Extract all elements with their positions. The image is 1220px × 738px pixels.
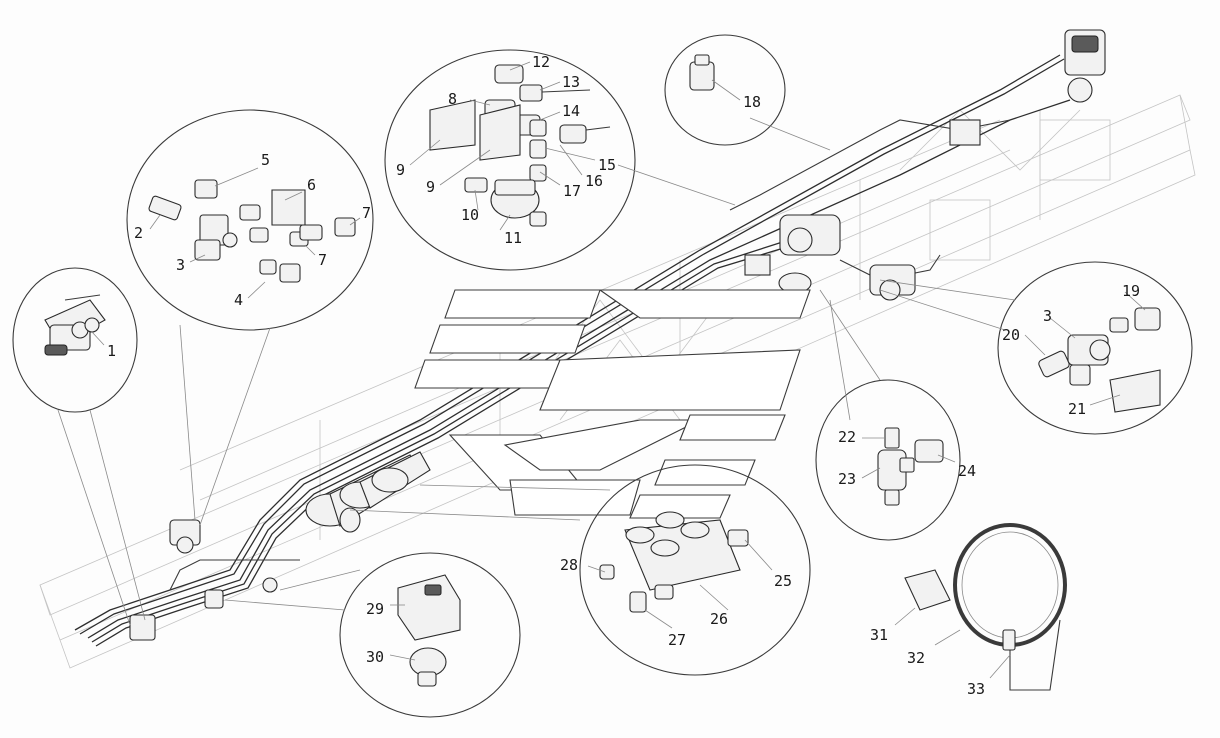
callout-5: 5 <box>261 151 270 169</box>
callout-28: 28 <box>560 556 578 574</box>
callout-31: 31 <box>870 626 888 644</box>
callout-9b: 9 <box>426 178 435 196</box>
callout-30: 30 <box>366 648 384 666</box>
part-group-8-17 <box>429 64 611 227</box>
callout-2: 2 <box>134 224 143 242</box>
callout-8: 8 <box>448 90 457 108</box>
label-leader-lines <box>91 61 1146 679</box>
part-group-31-33 <box>904 523 1067 691</box>
part-18-fitting <box>689 54 715 91</box>
callout-12: 12 <box>532 53 550 71</box>
part-group-22-24 <box>877 427 944 506</box>
part-group-2-7 <box>148 179 356 283</box>
callout-19: 19 <box>1122 282 1140 300</box>
callout-labels: 1 2 3 4 5 6 7 7 8 9 9 10 11 12 13 14 15 … <box>107 53 1140 698</box>
circle-leader-lines <box>57 117 1016 626</box>
air-pipe-lines <box>74 54 1071 647</box>
part-1-valve <box>44 294 106 356</box>
callout-6: 6 <box>307 176 316 194</box>
callout-3b: 3 <box>1043 307 1052 325</box>
callout-18: 18 <box>743 93 761 111</box>
callout-7: 7 <box>362 204 371 222</box>
callout-10: 10 <box>461 206 479 224</box>
detail-circles <box>12 34 1193 718</box>
callout-14: 14 <box>562 102 580 120</box>
air-tanks <box>305 451 431 533</box>
callout-21: 21 <box>1068 400 1086 418</box>
callout-15: 15 <box>598 156 616 174</box>
callout-23: 23 <box>838 470 856 488</box>
part-group-19-21 <box>1038 307 1161 413</box>
callout-3: 3 <box>176 256 185 274</box>
part-group-25-28 <box>599 511 749 613</box>
callout-24: 24 <box>958 462 976 480</box>
callout-11: 11 <box>504 229 522 247</box>
part-group-29-30 <box>397 574 461 687</box>
front-valve-cluster <box>744 29 1106 301</box>
callout-29: 29 <box>366 600 384 618</box>
rear-components <box>129 519 278 641</box>
callout-32: 32 <box>907 649 925 667</box>
callout-22: 22 <box>838 428 856 446</box>
callout-27: 27 <box>668 631 686 649</box>
callout-25: 25 <box>774 572 792 590</box>
callout-17: 17 <box>563 182 581 200</box>
callout-9: 9 <box>396 161 405 179</box>
callout-1: 1 <box>107 342 116 360</box>
callout-20: 20 <box>1002 326 1020 344</box>
callout-4: 4 <box>234 291 243 309</box>
callout-26: 26 <box>710 610 728 628</box>
callout-16: 16 <box>585 172 603 190</box>
callout-7b: 7 <box>318 251 327 269</box>
callout-33: 33 <box>967 680 985 698</box>
watermark-logo <box>414 289 811 519</box>
callout-13: 13 <box>562 73 580 91</box>
